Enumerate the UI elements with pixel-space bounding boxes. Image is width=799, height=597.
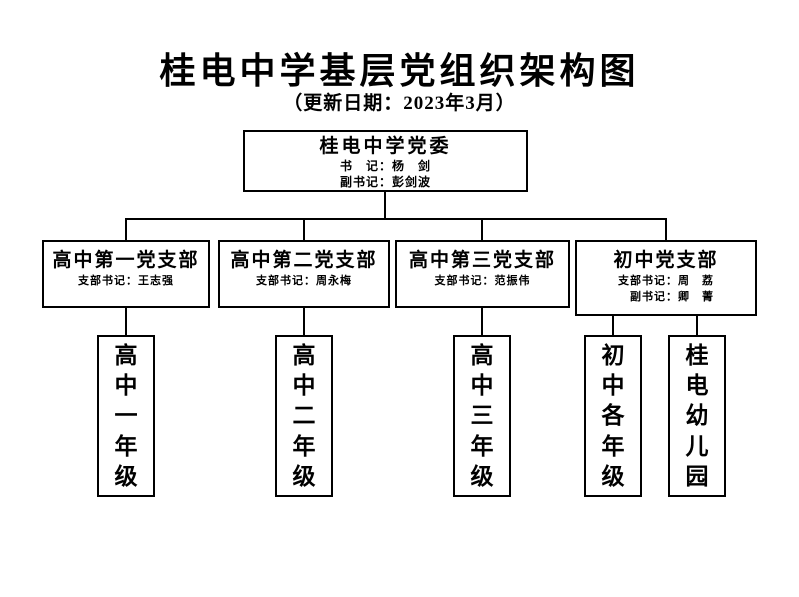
connector-branch-bus	[126, 218, 667, 220]
branch-1-name: 高中第一党支部	[52, 250, 200, 271]
grade-char: 级	[292, 463, 316, 489]
connector-drop-grade-3	[481, 308, 483, 335]
grade-box-junior: 初 中 各 年 级	[584, 335, 642, 497]
branch-4-roster: 支部书记：周 荔 副书记：卿 菁	[618, 273, 714, 305]
grade-box-senior-3: 高 中 三 年 级	[453, 335, 511, 497]
connector-drop-grade-4	[612, 316, 614, 335]
committee-deputy-secretary: 副书记：彭剑波	[339, 175, 431, 189]
grade-char: 高	[114, 343, 138, 369]
grade-char: 幼	[685, 403, 709, 429]
grade-char: 一	[114, 403, 138, 429]
grade-box-senior-2: 高 中 二 年 级	[275, 335, 333, 497]
branch-3-secretary: 支部书记：范振伟	[434, 275, 531, 287]
grade-char: 三	[470, 403, 494, 429]
grade-char: 二	[292, 403, 316, 429]
grade-char: 年	[292, 433, 316, 459]
grade-char: 年	[470, 433, 494, 459]
committee-name: 桂电中学党委	[319, 136, 452, 157]
grade-box-kindergarten: 桂 电 幼 儿 园	[668, 335, 726, 497]
branch-box-2: 高中第二党支部 支部书记：周永梅	[218, 240, 390, 308]
grade-char: 级	[470, 463, 494, 489]
grade-char: 中	[470, 373, 494, 399]
update-date-subtitle: （更新日期：2023年3月）	[283, 93, 516, 114]
grade-char: 中	[114, 373, 138, 399]
grade-char: 高	[292, 343, 316, 369]
branch-3-name: 高中第三党支部	[408, 250, 556, 271]
grade-box-senior-1: 高 中 一 年 级	[97, 335, 155, 497]
grade-char: 各	[601, 403, 625, 429]
grade-char: 高	[470, 343, 494, 369]
grade-char: 儿	[685, 433, 709, 459]
connector-drop-grade-2	[303, 308, 305, 335]
grade-char: 年	[114, 433, 138, 459]
branch-box-4: 初中党支部 支部书记：周 荔 副书记：卿 菁	[575, 240, 757, 316]
branch-2-name: 高中第二党支部	[230, 250, 378, 271]
connector-drop-branch-1	[125, 218, 127, 240]
page-title: 桂电中学基层党组织架构图	[159, 51, 640, 91]
grade-char: 初	[601, 343, 625, 369]
connector-drop-grade-1	[125, 308, 127, 335]
branch-4-secretary: 支部书记：周 荔	[618, 275, 714, 287]
branch-4-name: 初中党支部	[613, 250, 719, 271]
grade-char: 中	[601, 373, 625, 399]
connector-committee-stem	[384, 192, 386, 218]
connector-drop-branch-3	[481, 218, 483, 240]
grade-char: 园	[685, 463, 709, 489]
connector-drop-branch-4	[665, 218, 667, 240]
grade-char: 中	[292, 373, 316, 399]
branch-box-3: 高中第三党支部 支部书记：范振伟	[395, 240, 570, 308]
grade-char: 桂	[685, 343, 709, 369]
grade-char: 级	[601, 463, 625, 489]
committee-roster: 书 记：杨 剑 副书记：彭剑波	[340, 158, 431, 190]
branch-1-secretary: 支部书记：王志强	[78, 275, 174, 287]
grade-char: 电	[685, 373, 709, 399]
connector-drop-grade-5	[696, 316, 698, 335]
branch-2-secretary: 支部书记：周永梅	[256, 275, 352, 287]
branch-box-1: 高中第一党支部 支部书记：王志强	[42, 240, 210, 308]
committee-secretary: 书 记：杨 剑	[339, 159, 431, 173]
grade-char: 级	[114, 463, 138, 489]
grade-char: 年	[601, 433, 625, 459]
committee-box: 桂电中学党委 书 记：杨 剑 副书记：彭剑波	[243, 130, 528, 192]
branch-4-deputy-secretary: 副书记：卿 菁	[630, 291, 714, 303]
connector-drop-branch-2	[303, 218, 305, 240]
